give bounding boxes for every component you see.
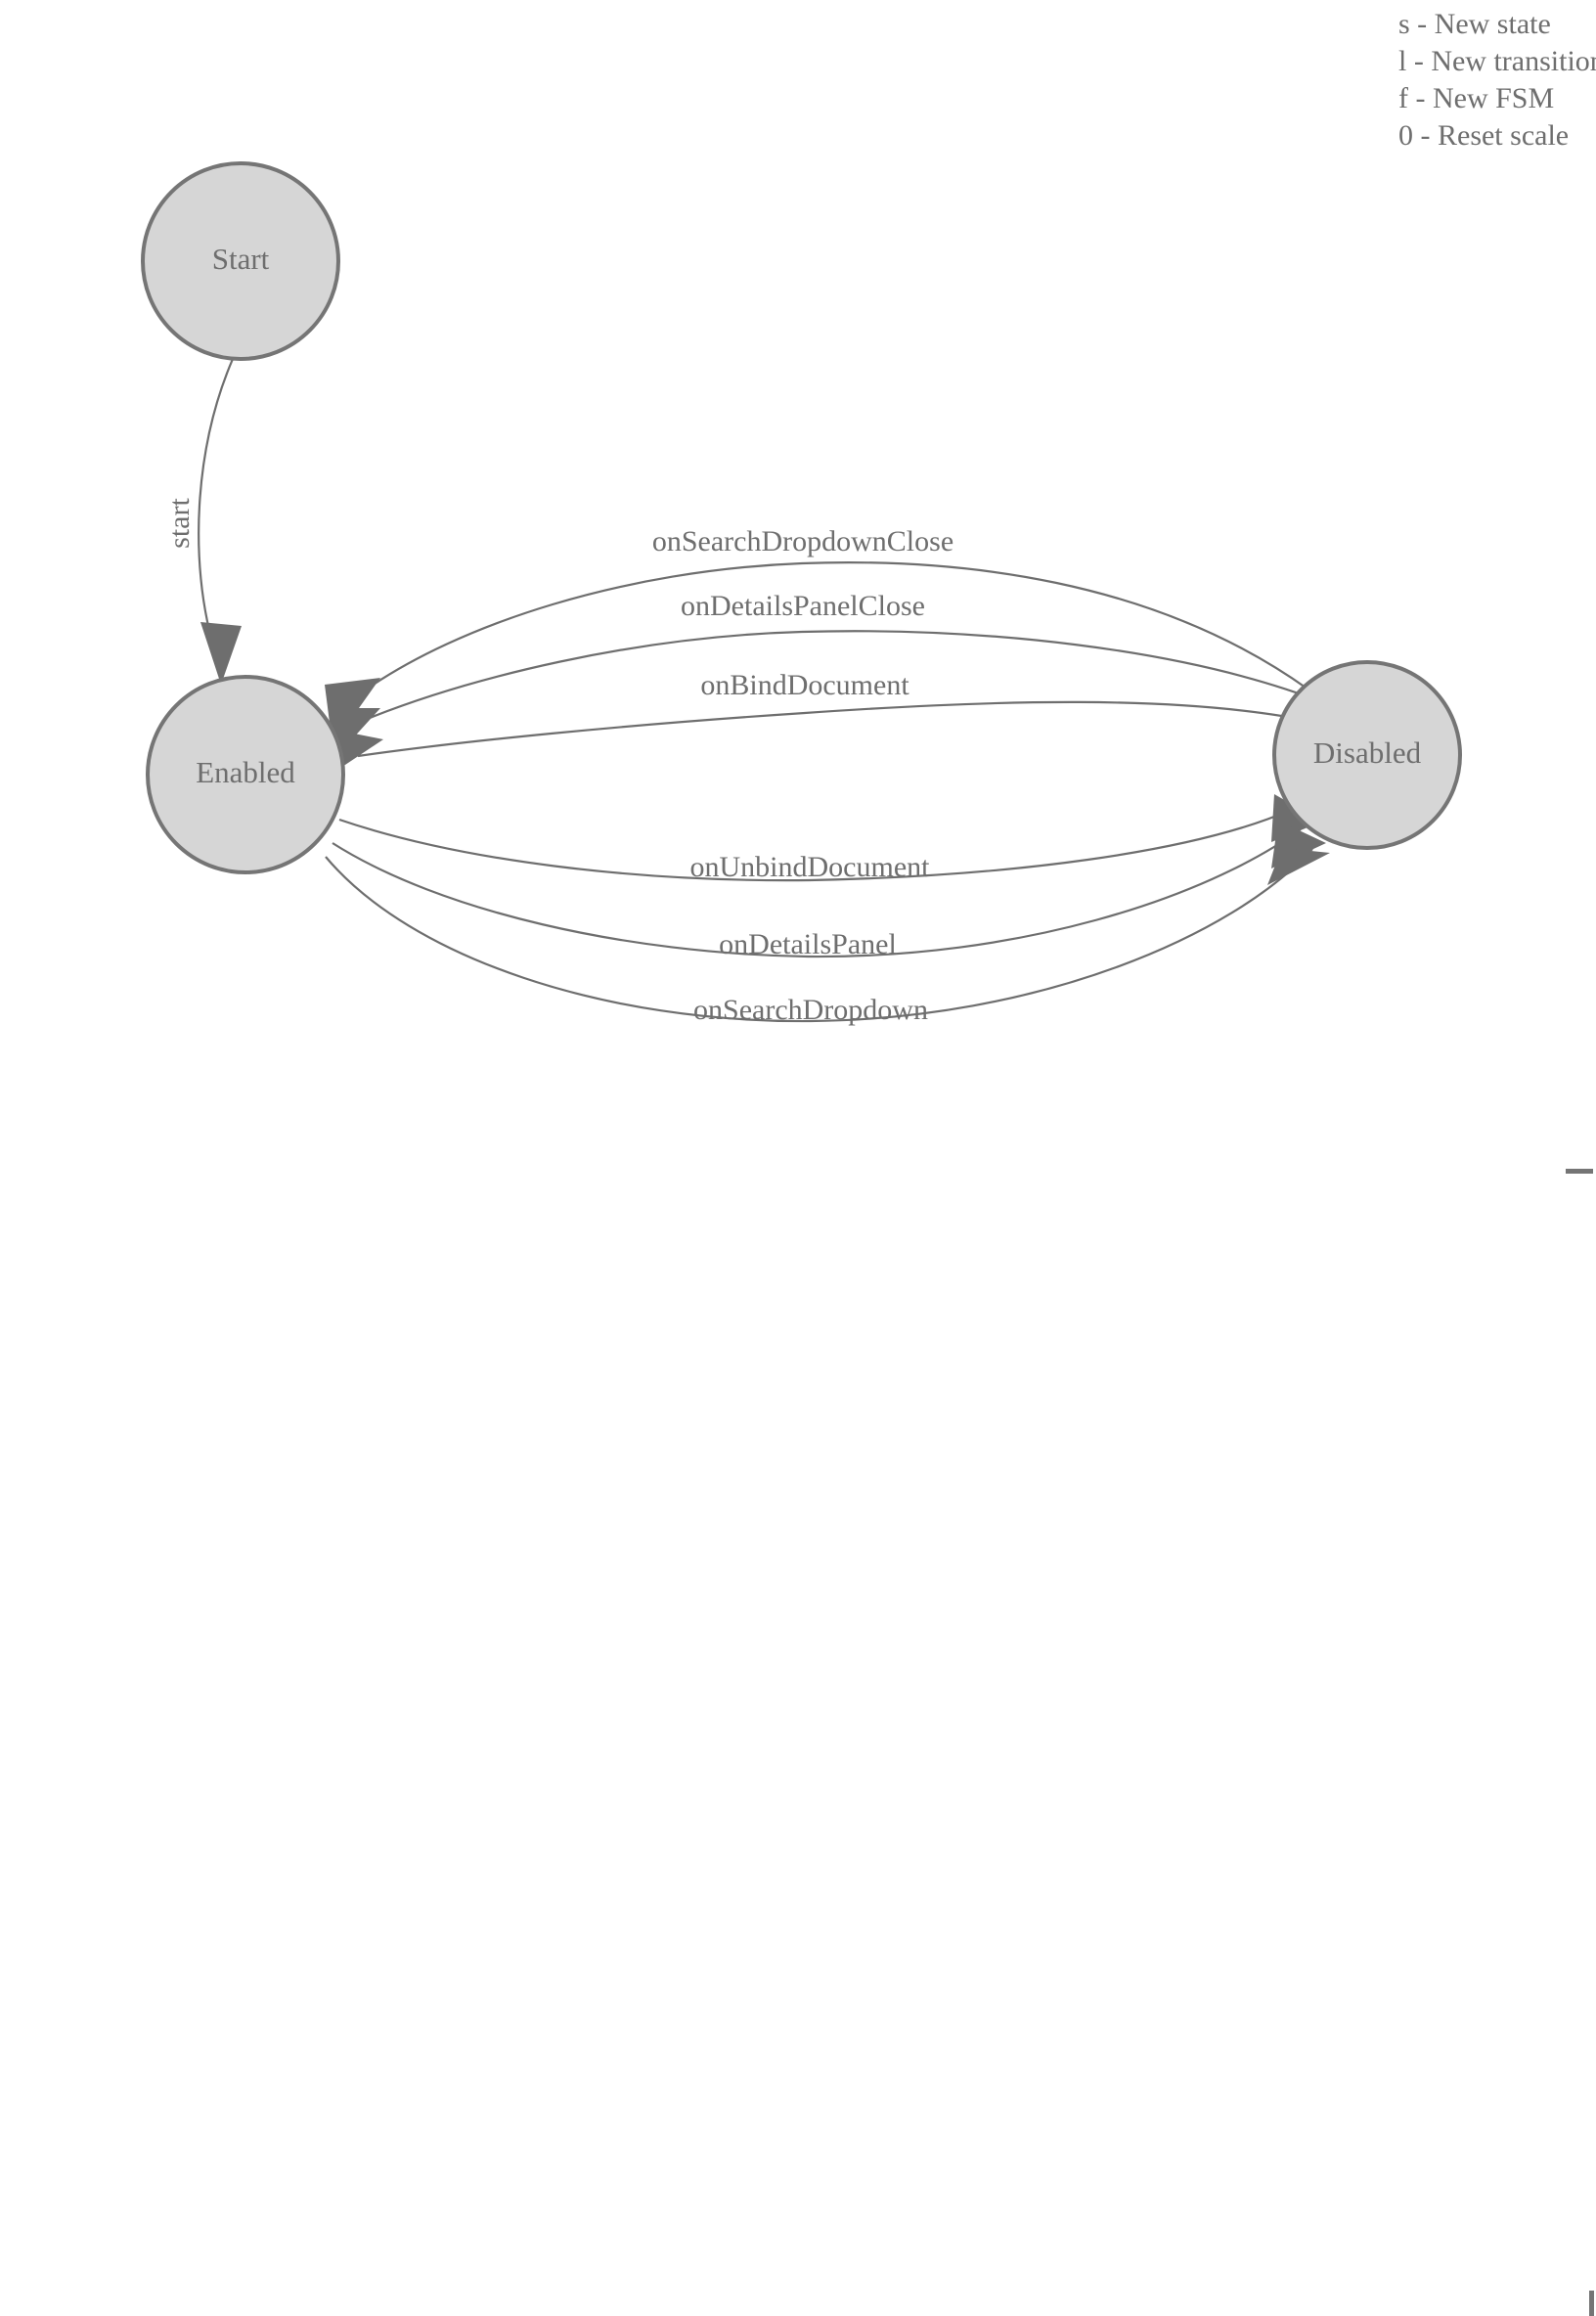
edge-arrowhead-start xyxy=(200,622,242,685)
edge-label-ondetailspanelclose: onDetailsPanelClose xyxy=(681,590,925,622)
node-start-circle[interactable] xyxy=(141,161,340,361)
node-disabled[interactable]: Disabled xyxy=(1272,660,1462,850)
edge-label-onbinddocument: onBindDocument xyxy=(700,669,909,701)
edge-onbinddocument[interactable]: onBindDocument xyxy=(331,669,1319,775)
edge-onsearchdropdown[interactable]: onSearchDropdown xyxy=(325,848,1330,1026)
edge-path-onsearchdropdown[interactable] xyxy=(325,848,1313,1023)
node-enabled-circle[interactable] xyxy=(146,675,345,874)
scrollbar-vertical-thumb[interactable] xyxy=(1589,2291,1594,2316)
node-disabled-label: Disabled xyxy=(1313,735,1422,770)
edge-label-onsearchdropdown: onSearchDropdown xyxy=(693,994,928,1026)
edge-label-start: start xyxy=(163,498,196,549)
edge-onunbinddocument[interactable]: onUnbindDocument xyxy=(338,794,1322,883)
edge-ondetailspanel[interactable]: onDetailsPanel xyxy=(332,821,1326,960)
node-enabled-label: Enabled xyxy=(196,755,295,789)
state-machine-diagram[interactable]: start onSearchDropdownClose onDetailsPan… xyxy=(0,0,1596,1178)
node-disabled-circle[interactable] xyxy=(1272,660,1462,850)
scrollbar-corner xyxy=(1565,1144,1596,2316)
edge-start[interactable]: start xyxy=(163,358,242,685)
edge-path-ondetailspanelclose[interactable] xyxy=(359,630,1326,724)
node-start-label: Start xyxy=(212,242,270,276)
scrollbar-horizontal-thumb[interactable] xyxy=(1566,1169,1593,1174)
edge-arrowhead-onsearchdropdown xyxy=(1267,848,1330,885)
node-start[interactable]: Start xyxy=(141,161,340,361)
edge-path-onsearchdropdownclose[interactable] xyxy=(361,561,1309,693)
edge-path-start[interactable] xyxy=(198,358,235,646)
edge-path-onunbinddocument[interactable] xyxy=(338,808,1292,882)
edge-label-ondetailspanel: onDetailsPanel xyxy=(719,928,897,960)
edge-path-onbinddocument[interactable] xyxy=(357,700,1319,758)
node-enabled[interactable]: Enabled xyxy=(146,675,345,874)
edge-label-onsearchdropdownclose: onSearchDropdownClose xyxy=(652,525,953,557)
edge-label-onunbinddocument: onUnbindDocument xyxy=(690,851,931,883)
edge-path-ondetailspanel[interactable] xyxy=(332,828,1302,958)
